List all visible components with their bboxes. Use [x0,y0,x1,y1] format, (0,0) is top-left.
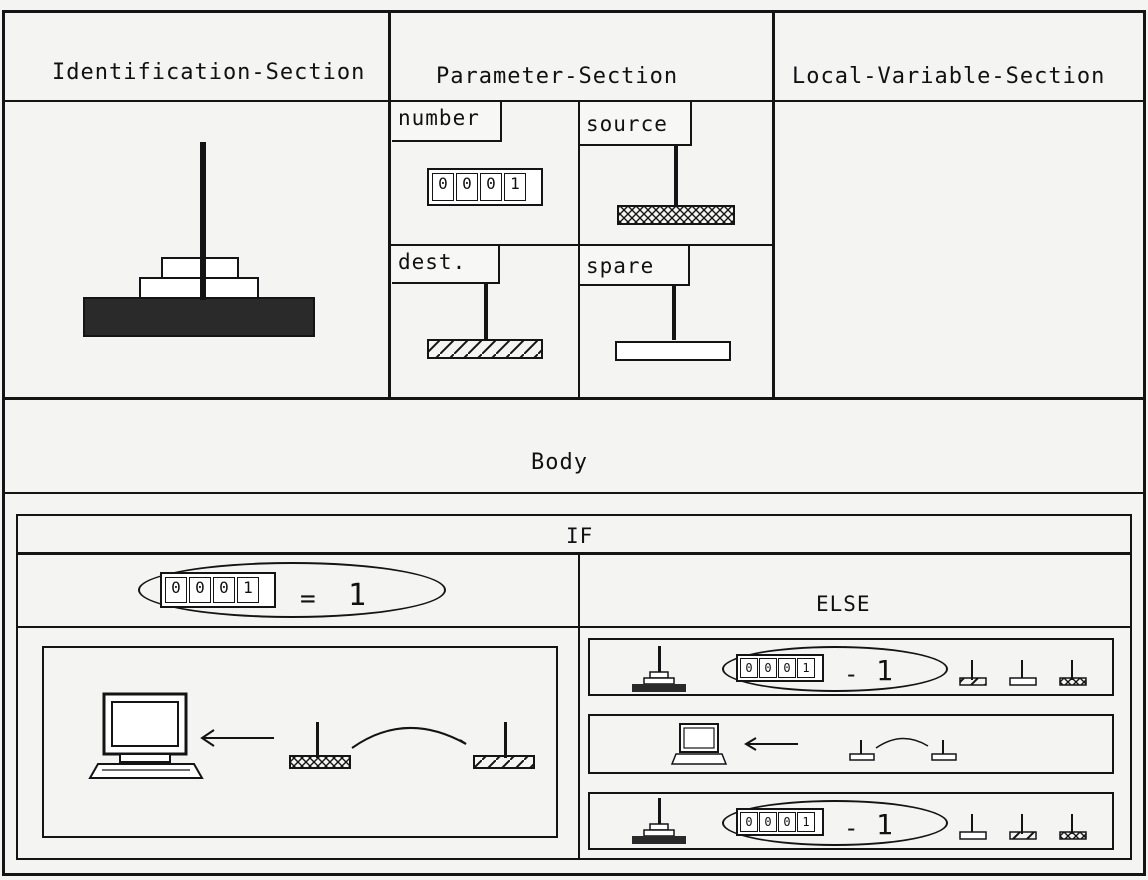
if-label: IF [566,524,593,548]
identification-section-title: Identification-Section [52,60,365,85]
digit: 0 [740,812,758,832]
digit: 0 [740,658,758,678]
call-number-icon: 0 0 0 1 [736,808,824,836]
condition-operator: = [300,584,317,614]
body-title: Body [531,450,588,475]
left-arrow-small-icon [744,736,800,752]
else-label: ELSE [816,592,871,616]
digit: 0 [759,658,777,678]
param-number-label: number [392,102,502,142]
digit: 0 [759,812,777,832]
move-arc-icon [286,718,546,774]
left-arrow-icon [198,728,278,748]
condition-value: 1 [348,578,367,613]
digit: 0 [432,173,454,201]
digit: 1 [237,577,259,603]
parameter-section-title: Parameter-Section [436,64,678,89]
call-operator: - [844,660,859,688]
digit: 0 [456,173,478,201]
digit: 1 [504,173,526,201]
tower-icon [630,644,690,692]
param-spare-label: spare [580,246,690,286]
param-source-label: source [580,102,692,146]
call-value: 1 [876,808,894,841]
body-divider [4,492,1144,494]
section-divider-2 [772,12,775,398]
top-bottom-divider [4,397,1144,400]
computer-icon [90,692,206,782]
tower-icon [630,796,690,846]
digit: 1 [797,812,815,832]
if-header-divider [17,552,1131,555]
if-else-divider [578,554,580,858]
digit: 0 [213,577,235,603]
digit: 0 [778,658,796,678]
digit: 0 [165,577,187,603]
move-arc-small-icon [846,734,962,764]
header-divider [4,100,1144,102]
digit: 0 [480,173,502,201]
digit: 1 [797,658,815,678]
condition-number-icon: 0 0 0 1 [160,572,276,608]
peg-triple-icon [956,658,1096,688]
param-number-value: 0 0 0 1 [427,168,543,206]
local-variable-section-title: Local-Variable-Section [792,64,1105,89]
peg-triple-icon [956,812,1096,842]
computer-small-icon [672,722,728,766]
call-operator: - [844,814,859,842]
spare-peg-icon [614,286,734,362]
dest-peg-icon [426,284,546,360]
call-number-icon: 0 0 0 1 [736,654,824,682]
hanoi-tower-icon [80,140,320,340]
param-dest-label: dest. [392,246,500,284]
if-condition-divider [17,626,1131,628]
digit: 0 [189,577,211,603]
source-peg-icon [616,146,736,228]
call-value: 1 [876,654,894,687]
section-divider-1 [388,12,391,398]
digit: 0 [778,812,796,832]
